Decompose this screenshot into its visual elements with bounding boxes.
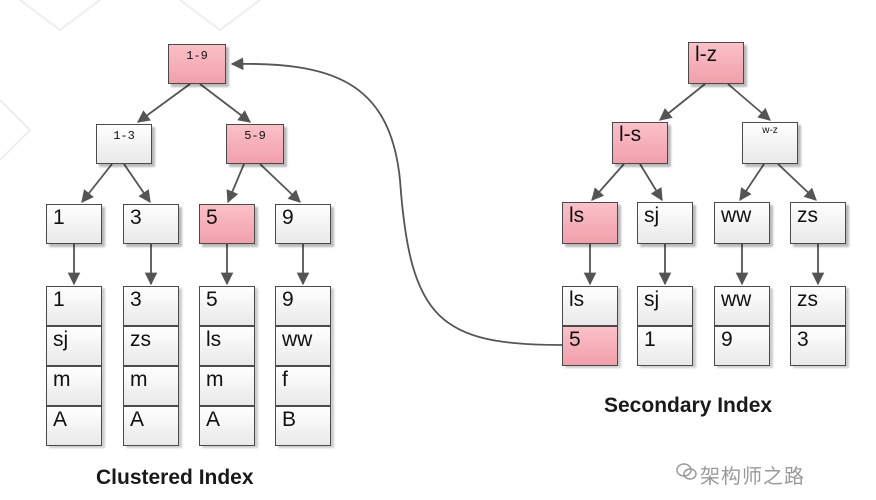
edge-5-9-to-5 xyxy=(226,163,245,204)
edge-1-3-to-1 xyxy=(81,163,113,203)
background-decoration xyxy=(0,0,261,161)
secondary-leaf-node: zs xyxy=(790,202,846,244)
clustered-row-cell: m xyxy=(199,366,255,406)
edge-root-to-5-9 xyxy=(199,83,252,123)
clustered-leaf-node: 3 xyxy=(123,204,179,244)
watermark-text: 架构师之路 xyxy=(700,464,805,488)
edge-1-3-to-3 xyxy=(123,163,151,204)
clustered-mid-node-left: 1-3 xyxy=(96,124,152,164)
clustered-mid-node-right: 5-9 xyxy=(226,124,284,164)
edge-ls-range-to-ls xyxy=(591,163,625,201)
lookup-curve-arrow xyxy=(230,57,563,346)
clustered-leaf-node: 5 xyxy=(199,204,255,244)
secondary-leaf-node: ls xyxy=(562,202,618,244)
clustered-row-cell: 3 xyxy=(123,286,179,326)
clustered-row-cell: m xyxy=(46,366,102,406)
secondary-edges xyxy=(583,83,825,286)
secondary-row-cell: 5 xyxy=(562,326,618,366)
clustered-row-cell: zs xyxy=(123,326,179,366)
secondary-row-cell: 9 xyxy=(714,326,770,366)
secondary-root-node: l-z xyxy=(688,42,744,84)
edge-wz-to-ww xyxy=(739,163,765,202)
secondary-mid-node-right: w-z xyxy=(742,122,798,164)
clustered-row-cell: ww xyxy=(275,326,331,366)
secondary-index-caption: Secondary Index xyxy=(604,394,773,417)
edge-wz-to-zs xyxy=(777,163,817,201)
secondary-row-cell: 1 xyxy=(637,326,693,366)
clustered-root-node: 1-9 xyxy=(168,44,226,84)
clustered-row-cell: f xyxy=(275,366,331,406)
edge-5-9-to-9 xyxy=(259,163,301,203)
edge-ls-range-to-sj xyxy=(639,163,663,202)
clustered-row-cell: A xyxy=(199,406,255,446)
clustered-row-cell: m xyxy=(123,366,179,406)
clustered-row-cell: 9 xyxy=(275,286,331,326)
edge-lz-to-wz xyxy=(727,83,771,121)
wechat-icon xyxy=(676,463,697,480)
clustered-leaf-node: 1 xyxy=(46,204,102,244)
clustered-row-cell: 5 xyxy=(199,286,255,326)
secondary-leaf-node: ww xyxy=(714,202,770,244)
clustered-row-cell: B xyxy=(275,406,331,446)
edge-lz-to-ls xyxy=(659,83,706,121)
clustered-row-cell: A xyxy=(46,406,102,446)
clustered-row-cell: ls xyxy=(199,326,255,366)
clustered-edges xyxy=(67,83,310,286)
secondary-row-cell: ww xyxy=(714,286,770,326)
secondary-row-cell: sj xyxy=(637,286,693,326)
edge-root-to-1-3 xyxy=(136,83,191,123)
clustered-leaf-node: 9 xyxy=(275,204,331,244)
secondary-leaf-node: sj xyxy=(637,202,693,244)
secondary-row-cell: zs xyxy=(790,286,846,326)
secondary-row-cell: 3 xyxy=(790,326,846,366)
clustered-row-cell: sj xyxy=(46,326,102,366)
clustered-index-caption: Clustered Index xyxy=(96,466,254,489)
clustered-row-cell: 1 xyxy=(46,286,102,326)
secondary-mid-node-left: l-s xyxy=(612,122,668,164)
clustered-row-cell: A xyxy=(123,406,179,446)
secondary-row-cell: ls xyxy=(562,286,618,326)
